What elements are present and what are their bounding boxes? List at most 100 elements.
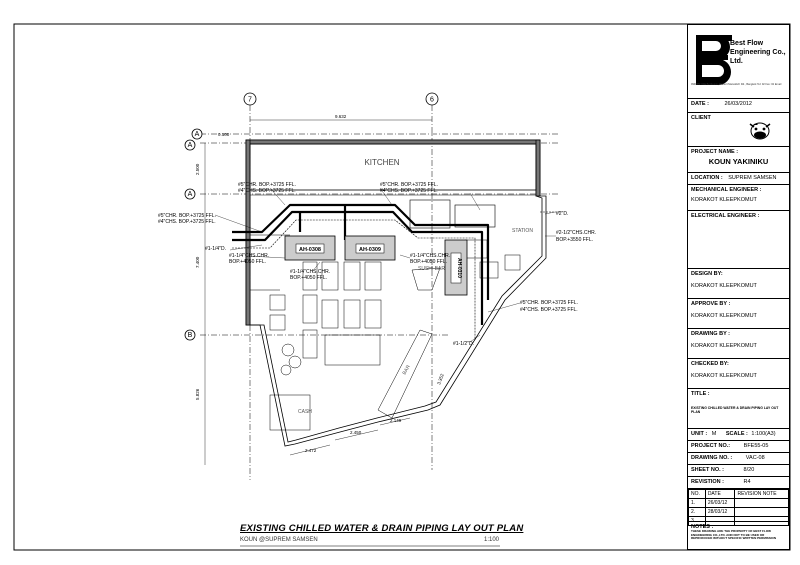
grid-label-a2: A — [188, 191, 193, 198]
approve-value: KORAKOT KLEEPKOMUT — [691, 313, 757, 319]
client-row: CLIENT — [688, 113, 789, 147]
unit-scale-row: UNIT : M SCALE : 1:100(A3) — [688, 429, 789, 441]
scale-label: SCALE : — [725, 431, 748, 437]
ahu-0309-label: AH-0309 — [359, 247, 381, 253]
grid-bubbles: 7 6 A A A B — [184, 92, 439, 341]
note-1b: #4"CHS. BOP.+3725 FFL. — [238, 188, 296, 194]
note-3a: #5"CHR. BOP.+3725 FFL. — [380, 182, 438, 188]
company-name-line2: Engineering Co., Ltd. — [730, 49, 786, 65]
room-labels: SUSHI BAR BAR CASH STATION — [298, 228, 533, 415]
elec-engineer-row: ELECTRICAL ENGINEER : — [688, 211, 789, 269]
cash-label: CASH — [298, 409, 312, 415]
dim-left-low: 5.826 — [195, 388, 200, 400]
drawing-by-label: DRAWING BY : — [691, 331, 731, 337]
note-7b: BOP.+4050 FFL. — [229, 259, 266, 265]
drain-piping — [232, 211, 560, 340]
leader-lines — [214, 187, 556, 343]
note-2b: #4"CHS. BOP.+3725 FFL. — [158, 219, 216, 225]
project-name-label: PROJECT NAME : — [691, 149, 739, 155]
company-name-line1: Best Flow — [730, 40, 764, 47]
rev-cell: 3. — [688, 516, 706, 526]
rev-cell: 1. — [688, 498, 706, 508]
grid-bubble-a — [191, 128, 203, 140]
note-5a: #2-1/2"CHS.CHR. — [556, 230, 596, 236]
mech-engineer-label: MECHANICAL ENGINEER : — [691, 187, 762, 193]
note-4: #2"D. — [556, 211, 568, 217]
location-label: LOCATION : — [691, 175, 723, 181]
project-no-value: BFE55-05 — [743, 443, 769, 449]
mech-engineer-value: KORAKOT KLEEPKOMUT — [691, 197, 757, 203]
pipe-notes: #5"CHR. BOP.+3725 FFL. #4"CHS. BOP.+3725… — [158, 182, 596, 347]
revision-table-row-3: 3. — [688, 516, 789, 526]
revision-label: REVISTION : — [691, 479, 725, 485]
title-block: Best Flow Engineering Co., Ltd. 999/382 … — [687, 24, 790, 550]
client-label: CLIENT — [691, 115, 711, 121]
grid-bubble-b — [184, 329, 196, 341]
rev-cell: 2. — [688, 507, 706, 517]
rev-header-date: DATE — [704, 489, 736, 499]
bar-label: BAR — [402, 364, 413, 376]
company-header: Best Flow Engineering Co., Ltd. 999/382 … — [688, 25, 789, 99]
design-value: KORAKOT KLEEPKOMUT — [691, 283, 757, 289]
location-value: SUPREM SAMSEN — [728, 175, 777, 181]
note-3b: #4"CHS. BOP.+3725 FFL. — [380, 188, 438, 194]
note-7a: #1-1/4"CHS.CHR. — [229, 253, 269, 259]
title-row: TITLE : EXISTING CHILLED WATER & DRAIN P… — [688, 389, 789, 429]
grid-bubble-7 — [243, 92, 257, 106]
company-logo — [696, 35, 732, 85]
project-name-row: PROJECT NAME : KOUN YAKINIKU — [688, 147, 789, 173]
notes-text: THESE DRAWING ARE THE PROPERTY OF BEST F… — [691, 529, 777, 541]
grid-label-a: A — [195, 131, 200, 138]
note-11: #1-1/2"D. — [453, 341, 474, 347]
dimension-text: 9.632 0.100 2.500 7.400 5.826 2.472 2.45… — [195, 114, 445, 453]
company-address: 999/382 Villa Bordeaux, Prasert Manukitc… — [691, 83, 782, 86]
rev-header-note: REVISION NOTE — [734, 489, 789, 499]
sheet-no-row: SHEET NO. : 8/20 — [688, 465, 789, 477]
note-10a: #5"CHR. BOP.+3725 FFL. — [520, 300, 578, 306]
revision-table-row-2: 2. 28/03/12 — [688, 507, 789, 517]
grid-bubble-6 — [425, 92, 439, 106]
interior-partitions — [250, 189, 536, 291]
approve-row: APPROVE BY : KORAKOT KLEEPKOMUT — [688, 299, 789, 329]
revision-value: R4 — [743, 479, 751, 485]
rev-cell — [734, 507, 789, 517]
project-no-label: PROJECT NO.: — [691, 443, 731, 449]
note-9a: #1-1/4"CHS.CHR. — [410, 253, 450, 259]
kitchen-label: KITCHEN — [364, 158, 399, 167]
design-row: DESIGN BY: KORAKOT KLEEPKOMUT — [688, 269, 789, 299]
bar-counter — [377, 329, 433, 419]
dim-top: 9.632 — [335, 114, 347, 119]
dim-bot2: 2.450 — [350, 430, 362, 435]
drawing-title: EXISTING CHILLED WATER & DRAIN PIPING LA… — [240, 523, 524, 534]
note-2a: #5"CHR. BOP.+3725 FFL. — [158, 213, 216, 219]
company-name: Best Flow Engineering Co., Ltd. — [730, 39, 789, 66]
dim-left-upper: 2.500 — [195, 163, 200, 175]
note-1a: #5"CHR. BOP.+3725 FFL. — [238, 182, 296, 188]
unit-label: UNIT : — [691, 431, 708, 437]
revision-table: NO. DATE REVISION NOTE 1. 26/03/12 2. 28… — [688, 489, 789, 526]
project-name-value: KOUN YAKINIKU — [708, 157, 769, 166]
drawing-no-label: DRAWING NO. : — [691, 455, 733, 461]
revision-table-row: NO. DATE REVISION NOTE 1. 26/03/12 2. 28… — [688, 489, 789, 526]
mech-engineer-row: MECHANICAL ENGINEER : KORAKOT KLEEPKOMUT — [688, 185, 789, 211]
dim-right-diag: 3.352 — [436, 373, 445, 386]
unit-value: M — [711, 431, 717, 437]
station-label: STATION — [512, 228, 533, 234]
note-9b: BOP.+4050 FFL. — [410, 259, 447, 265]
project-no-row: PROJECT NO.: BFE55-05 — [688, 441, 789, 453]
title-label: TITLE : — [691, 391, 710, 397]
approve-label: APPROVE BY : — [691, 301, 731, 307]
grid-label-a1: A — [188, 142, 193, 149]
rev-cell — [734, 498, 789, 508]
sheet-border — [13, 23, 791, 551]
location-row: LOCATION : SUPREM SAMSEN — [688, 173, 789, 185]
title-value: EXISTING CHILLED WATER & DRAIN PIPING LA… — [691, 406, 779, 414]
ahu-units: AH-0308 AH-0309 AH-0310 — [284, 235, 468, 296]
drawing-no-row: DRAWING NO. : VAC-08 — [688, 453, 789, 465]
client-cow-logo-icon — [749, 122, 771, 140]
note-10b: #4"CHS. BOP.+3725 FFL. — [520, 307, 578, 313]
checked-label: CHECKED BY: — [691, 361, 729, 367]
sheet-no-label: SHEET NO. : — [691, 467, 725, 473]
checked-value: KORAKOT KLEEPKOMUT — [691, 373, 757, 379]
grid-bubble-a2 — [184, 188, 196, 200]
